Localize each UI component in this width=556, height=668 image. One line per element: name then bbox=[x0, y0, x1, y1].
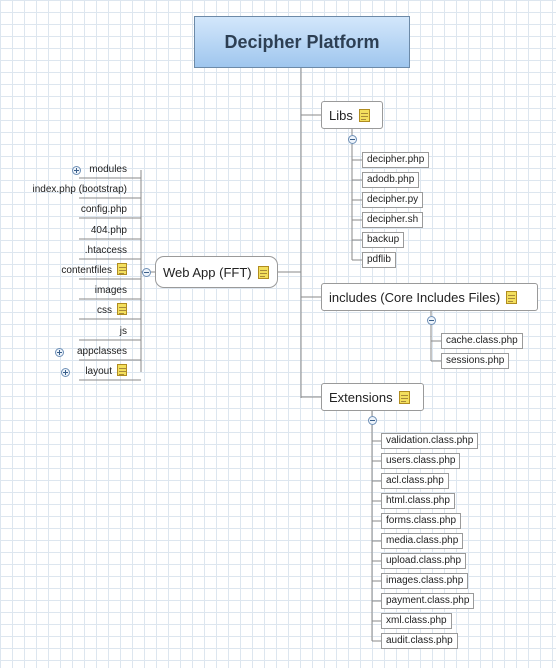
note-icon[interactable] bbox=[117, 263, 127, 275]
webapp-item-label: .htaccess bbox=[84, 245, 127, 256]
webapp-item[interactable]: .htaccess bbox=[10, 243, 141, 259]
webapp-item-label: contentfiles bbox=[61, 265, 112, 276]
leaf-node[interactable]: html.class.php bbox=[381, 493, 455, 509]
webapp-label: Web App (FFT) bbox=[163, 264, 252, 280]
webapp-item-label: images bbox=[94, 285, 127, 296]
leaf-node[interactable]: decipher.php bbox=[362, 152, 430, 168]
leaf-node[interactable]: users.class.php bbox=[381, 453, 461, 469]
webapp-item[interactable]: js bbox=[10, 324, 141, 340]
webapp-item[interactable]: config.php bbox=[10, 202, 141, 218]
collapse-toggle-icon[interactable] bbox=[348, 135, 357, 144]
webapp-item-label: modules bbox=[89, 164, 127, 175]
webapp-item[interactable]: images bbox=[10, 283, 141, 299]
note-icon[interactable] bbox=[506, 290, 518, 304]
includes-node[interactable]: includes (Core Includes Files) bbox=[321, 283, 538, 311]
collapse-toggle-icon[interactable] bbox=[427, 316, 436, 325]
includes-label: includes (Core Includes Files) bbox=[329, 289, 501, 305]
libs-label: Libs bbox=[329, 107, 353, 123]
collapse-toggle-icon[interactable] bbox=[368, 416, 377, 425]
webapp-item[interactable]: contentfiles bbox=[10, 263, 141, 279]
webapp-item[interactable]: index.php (bootstrap) bbox=[10, 182, 141, 198]
leaf-node[interactable]: audit.class.php bbox=[381, 633, 458, 649]
root-label: Decipher Platform bbox=[224, 31, 380, 52]
webapp-item-label: css bbox=[97, 305, 112, 316]
note-icon[interactable] bbox=[358, 108, 370, 122]
leaf-node[interactable]: upload.class.php bbox=[381, 553, 467, 569]
note-icon[interactable] bbox=[117, 303, 127, 315]
extensions-node[interactable]: Extensions bbox=[321, 383, 424, 411]
note-icon[interactable] bbox=[398, 390, 410, 404]
webapp-item[interactable]: modules bbox=[10, 162, 141, 178]
webapp-item-label: layout bbox=[85, 366, 112, 377]
collapse-toggle-icon[interactable] bbox=[142, 268, 151, 277]
webapp-item-label: js bbox=[119, 326, 127, 337]
webapp-item-label: config.php bbox=[80, 204, 127, 215]
leaf-node[interactable]: images.class.php bbox=[381, 573, 469, 589]
leaf-node[interactable]: decipher.py bbox=[362, 192, 424, 208]
expand-toggle-icon[interactable] bbox=[61, 368, 71, 377]
leaf-node[interactable]: forms.class.php bbox=[381, 513, 462, 529]
webapp-item-label: index.php (bootstrap) bbox=[32, 184, 127, 195]
leaf-node[interactable]: cache.class.php bbox=[441, 333, 523, 349]
leaf-node[interactable]: xml.class.php bbox=[381, 613, 452, 629]
webapp-item[interactable]: layout bbox=[10, 364, 141, 380]
expand-toggle-icon[interactable] bbox=[55, 348, 64, 357]
leaf-node[interactable]: adodb.php bbox=[362, 172, 420, 188]
note-icon[interactable] bbox=[117, 364, 127, 376]
expand-toggle-icon[interactable] bbox=[71, 166, 81, 175]
extensions-label: Extensions bbox=[329, 389, 393, 405]
leaf-node[interactable]: acl.class.php bbox=[381, 473, 449, 489]
webapp-item-label: 404.php bbox=[90, 225, 127, 236]
leaf-node[interactable]: sessions.php bbox=[441, 353, 510, 369]
leaf-node[interactable]: validation.class.php bbox=[381, 433, 479, 449]
webapp-node[interactable]: Web App (FFT) bbox=[155, 256, 278, 288]
leaf-node[interactable]: media.class.php bbox=[381, 533, 464, 549]
libs-node[interactable]: Libs bbox=[321, 101, 383, 129]
webapp-item[interactable]: css bbox=[10, 303, 141, 319]
webapp-item-label: appclasses bbox=[76, 346, 127, 357]
leaf-node[interactable]: pdflib bbox=[362, 252, 396, 268]
note-icon[interactable] bbox=[257, 265, 269, 279]
leaf-node[interactable]: decipher.sh bbox=[362, 212, 424, 228]
root-node[interactable]: Decipher Platform bbox=[194, 16, 410, 68]
leaf-node[interactable]: backup bbox=[362, 232, 405, 248]
webapp-item[interactable]: appclasses bbox=[10, 344, 141, 360]
webapp-item[interactable]: 404.php bbox=[10, 223, 141, 239]
leaf-node[interactable]: payment.class.php bbox=[381, 593, 475, 609]
